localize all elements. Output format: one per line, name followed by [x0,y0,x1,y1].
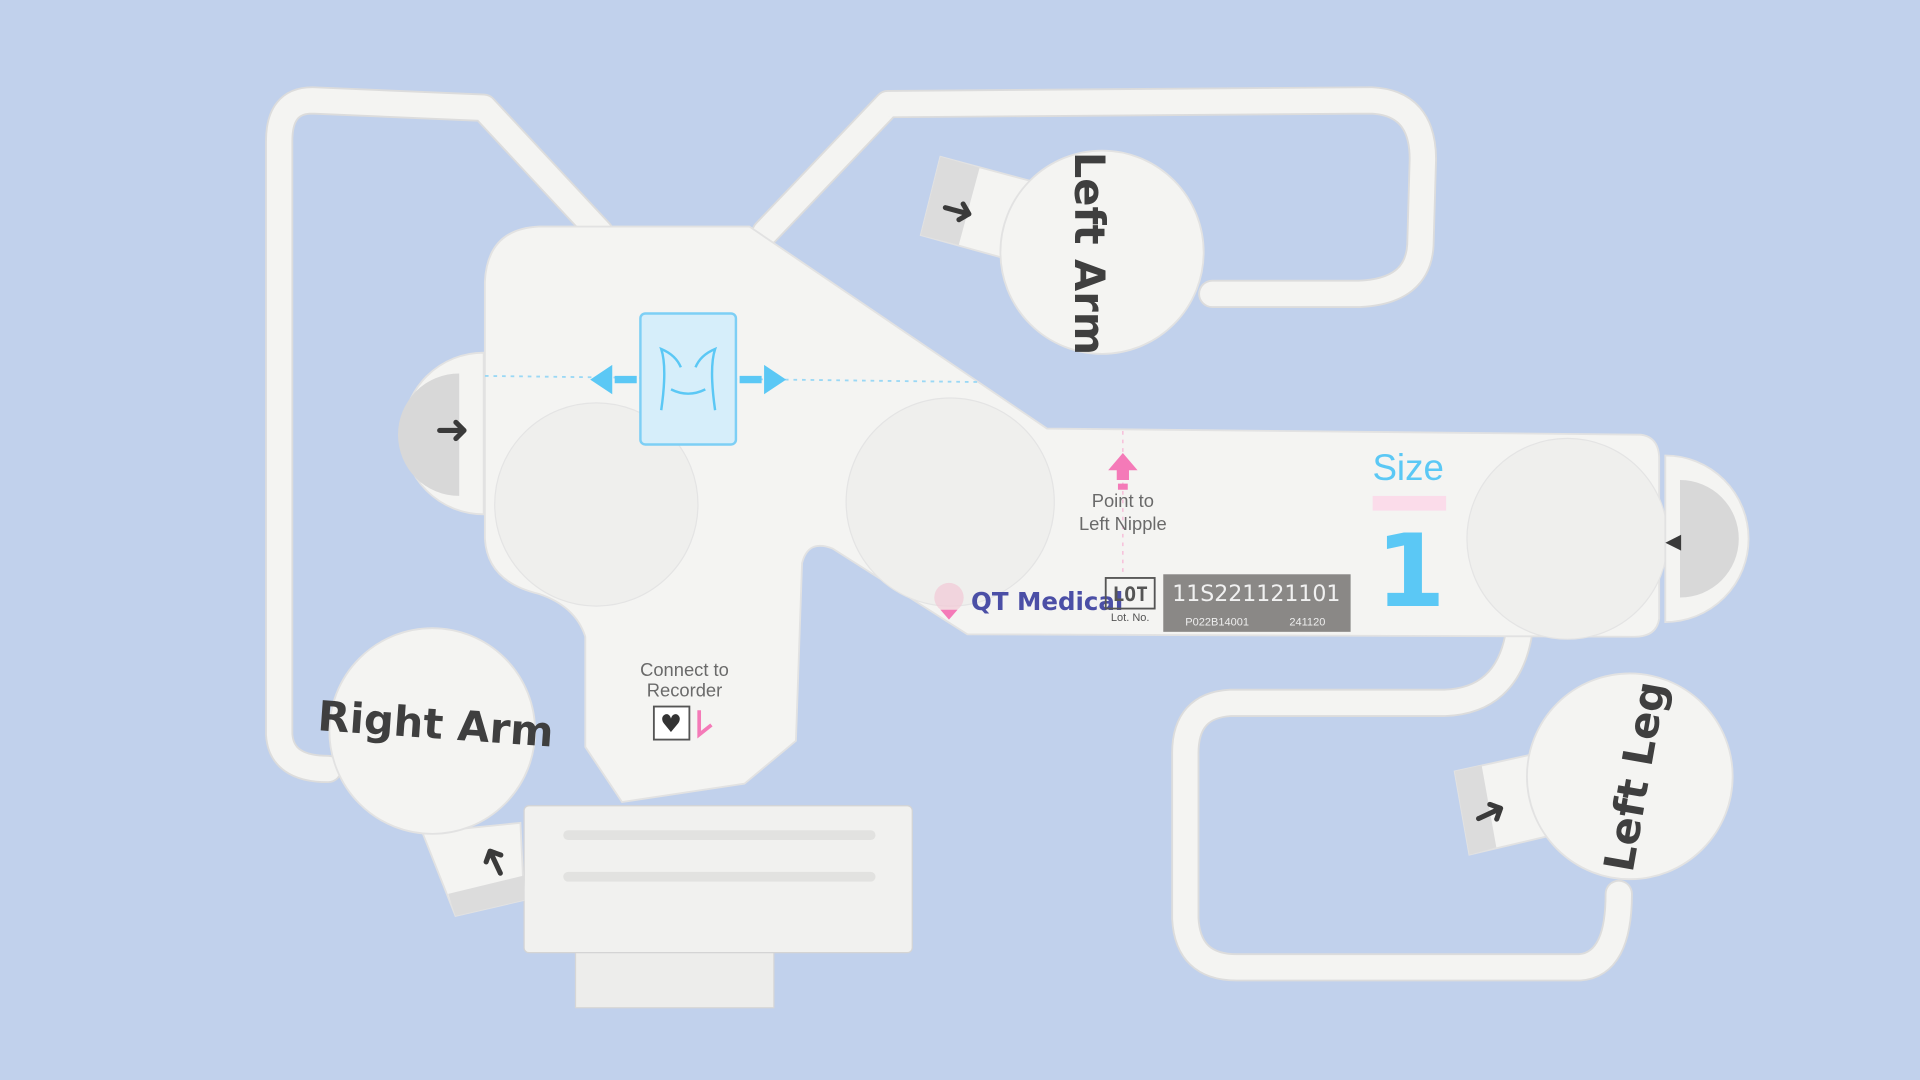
lot-number: 11S221121101 [1172,582,1340,607]
arrow-right-icon [739,364,787,395]
size-value: 1 [1376,513,1446,630]
heart-icon: ♥ [660,709,682,738]
electrode-v1 [494,402,699,607]
recorder-label: Recorder [647,680,723,701]
electrode-v6 [1466,437,1669,640]
arrow-down-icon [697,710,713,739]
torso-placement-icon [639,312,738,446]
arrow-up-icon [1108,453,1138,490]
lot-label [1163,574,1351,632]
connect-label: Connect to [640,659,729,680]
left-nipple-label: Left Nipple [1079,513,1167,534]
electrode-v2 [845,397,1055,607]
arrow-icon: ➜ [435,404,470,453]
brand-name: QT Medical [971,587,1123,616]
lot-date: 241120 [1289,617,1325,629]
lot-symbol: LOT [1113,583,1148,606]
arrow-left-icon [590,364,637,395]
lot-part: P022B14001 [1185,617,1249,629]
electrode-left-leg: ➜ Left Leg [1453,672,1734,881]
size-label: Size [1372,447,1443,488]
point-to-label: Point to [1092,490,1154,511]
harness-body [483,225,1661,804]
electrode-right-arm: Right Arm ➜ [316,627,555,917]
brand-logo [934,582,964,613]
lot-caption: Lot. No. [1111,612,1150,624]
lead-wires [265,86,1633,982]
arrow-icon: ◂ [1665,521,1681,559]
electrode-left-arm: ➜ Left Arm [919,149,1205,355]
left-arm-label: Left Arm [1065,152,1114,355]
connector-plug[interactable] [523,805,913,1009]
